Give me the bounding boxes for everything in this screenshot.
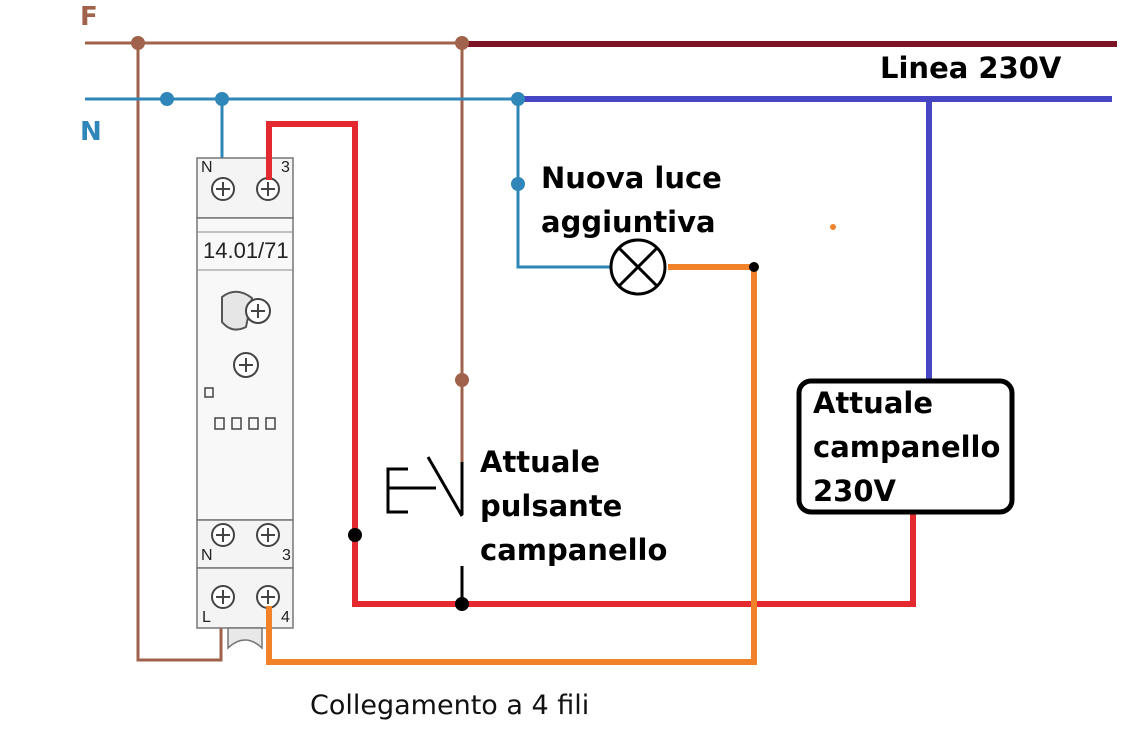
neutral-label: N [80, 117, 102, 147]
button-label: Attuale pulsante campanello [480, 445, 668, 567]
terminal-label-3-bottom: 3 [282, 547, 291, 564]
orange-junction [749, 262, 759, 272]
red-wire [266, 121, 916, 607]
line-230v-label: Linea 230V [880, 51, 1062, 85]
led-indicator [204, 387, 214, 398]
terminal-label-n-bottom: N [201, 547, 213, 564]
terminal-label-4: 4 [281, 609, 290, 626]
lamp-icon [609, 238, 667, 296]
push-button-icon [386, 456, 464, 604]
terminal-label-n-top: N [201, 159, 213, 176]
new-light-label: Nuova luce aggiuntiva [541, 161, 722, 239]
timer-knob-icon [221, 290, 271, 331]
terminal-label-3-top: 3 [281, 159, 290, 176]
dip-switches [214, 417, 276, 430]
bell-box [796, 378, 1015, 515]
red-junction [348, 528, 362, 542]
orange-wire [266, 264, 757, 665]
terminal-label-l: L [202, 609, 211, 626]
neutral-junctions [160, 92, 525, 191]
orange-dot [830, 224, 836, 230]
screw-terminal-icon [211, 177, 280, 609]
bell-label: Attuale campanello 230V [813, 386, 1001, 508]
device-model: 14.01/71 [203, 238, 289, 263]
diagram-caption: Collegamento a 4 fili [310, 690, 590, 721]
adjust-screw-icon [233, 352, 259, 378]
phase-label: F [80, 2, 98, 32]
relay-device [196, 157, 294, 650]
phase-junctions [131, 36, 469, 387]
